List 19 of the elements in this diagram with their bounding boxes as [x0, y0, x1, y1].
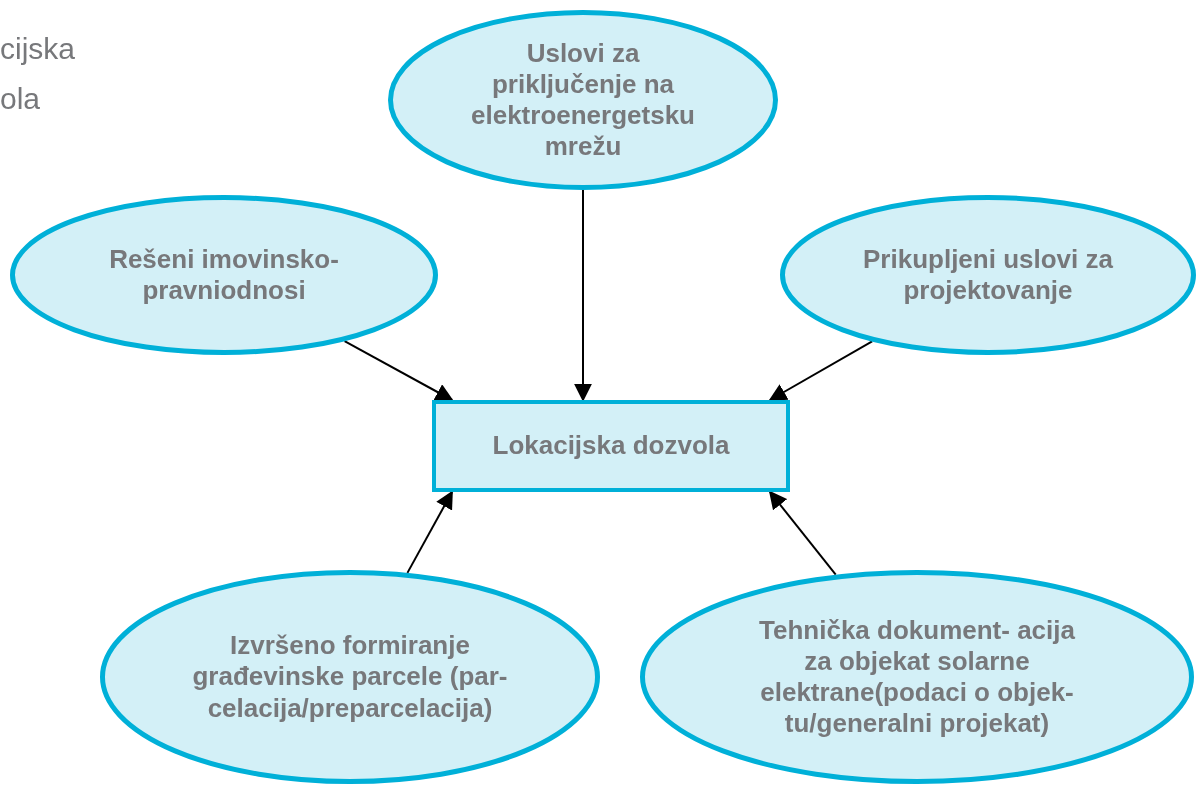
- arrow: [768, 490, 837, 576]
- node-text: Uslovi za priključenje na elektroenergetsku mrežu: [470, 37, 696, 163]
- node-text: Tehnička dokument- acija za objekat solarne elektrane(podaci o objek- tu/generalni projekat): [758, 614, 1076, 740]
- cut-off-text: ola: [0, 84, 41, 114]
- arrow: [768, 340, 874, 401]
- arrow: [406, 490, 453, 574]
- arrow: [343, 340, 454, 401]
- rectangle-node: [432, 400, 790, 492]
- node-text: Lokacijska dozvola: [492, 430, 730, 462]
- ellipse-node: [640, 570, 1194, 784]
- node-text: Rešeni imovinsko- pravniodnosi: [108, 243, 340, 307]
- ellipse-node: [388, 10, 778, 190]
- node-text: Prikupljeni uslovi za projektovanje: [862, 243, 1114, 307]
- arrow: [574, 189, 592, 402]
- node-text: Izvršeno formiranje građevinske parcele (par- celacija/preparcelacija): [191, 630, 509, 724]
- ellipse-node: [100, 570, 600, 784]
- ellipse-node: [780, 195, 1196, 355]
- ellipse-node: [10, 195, 438, 355]
- cut-off-text: cijska: [0, 34, 75, 64]
